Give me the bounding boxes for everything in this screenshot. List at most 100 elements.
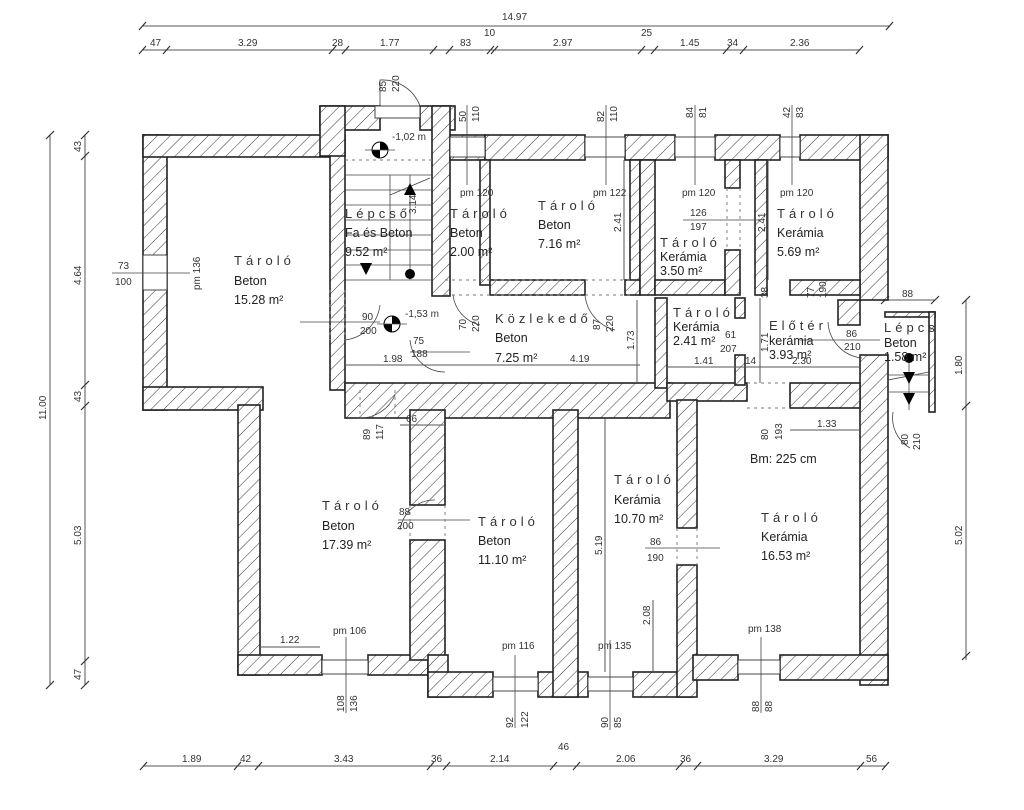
room-label: Lépcső Fa és Beton 9.52 m²	[345, 206, 412, 259]
bottom-dimension-lines	[139, 761, 890, 771]
dim-top: 1.45	[680, 38, 700, 49]
stair-down-arrow-icon	[360, 263, 372, 275]
walls	[142, 105, 936, 698]
svg-text:Lépcső: Lépcső	[345, 206, 411, 221]
door-height: 200	[360, 326, 377, 337]
door-width: 80	[760, 428, 771, 440]
dim-top: 10	[484, 28, 496, 39]
svg-text:11.10 m²: 11.10 m²	[478, 553, 526, 567]
door-height: 190	[647, 553, 664, 564]
room-label: Előtér kerámia 3.93 m²	[769, 318, 827, 362]
dim-top: 34	[727, 38, 739, 49]
window-sill: pm 116	[502, 641, 535, 652]
door-width: 87	[592, 318, 603, 330]
dim-bottom: 3.29	[764, 754, 784, 765]
svg-text:Közlekedő: Közlekedő	[495, 311, 592, 326]
door-width: 86	[846, 329, 858, 340]
dim-right: 5.02	[954, 525, 965, 545]
room-label: Tároló Kerámia 10.70 m²	[614, 472, 671, 526]
level-marker	[377, 315, 407, 333]
dim-inner: 1.73	[626, 330, 637, 350]
door-height: 197	[690, 222, 707, 233]
dim-top: 2.97	[553, 38, 573, 49]
svg-text:Kerámia: Kerámia	[761, 530, 808, 544]
window-height: 110	[471, 106, 482, 122]
dim-bottom: 46	[558, 742, 570, 753]
svg-text:Előtér: Előtér	[769, 318, 827, 333]
stair-start-dot-icon	[405, 269, 415, 279]
svg-text:5.69 m²: 5.69 m²	[777, 245, 819, 259]
window-sill: pm 135	[598, 641, 632, 652]
svg-text:17.39 m²: 17.39 m²	[322, 538, 371, 552]
window-height: 110	[609, 106, 620, 122]
window-sill: pm 122	[593, 188, 627, 199]
door-height: 117	[375, 424, 386, 440]
door-height: 220	[471, 315, 482, 332]
door-width: 80	[900, 433, 911, 445]
room-label: Tároló Beton 15.28 m²	[234, 253, 295, 307]
svg-text:9.52 m²: 9.52 m²	[345, 245, 387, 259]
svg-text:Kerámia: Kerámia	[660, 250, 707, 264]
door-width: 77	[806, 286, 817, 298]
svg-text:Tároló: Tároló	[478, 514, 539, 529]
window-width: 88	[751, 700, 762, 712]
door-width: 75	[413, 336, 425, 347]
inner-dimensions	[260, 160, 860, 672]
svg-text:2.00 m²: 2.00 m²	[450, 245, 492, 259]
svg-text:Kerámia: Kerámia	[614, 493, 661, 507]
svg-text:Kerámia: Kerámia	[777, 226, 824, 240]
svg-text:2.41 m²: 2.41 m²	[673, 334, 715, 348]
window-width: 82	[596, 110, 607, 122]
svg-text:10.70 m²: 10.70 m²	[614, 512, 663, 526]
dim-inner: 66	[406, 414, 418, 425]
window-width: 108	[336, 695, 347, 712]
dim-inner: 2.41	[757, 212, 768, 232]
svg-text:Tároló: Tároló	[761, 510, 822, 525]
stair-up-arrow-icon	[404, 183, 416, 195]
svg-text:16.53 m²: 16.53 m²	[761, 549, 810, 563]
window-height: 88	[764, 700, 775, 712]
level-marker	[365, 141, 395, 159]
dim-inner: 1.22	[280, 635, 300, 646]
dim-bottom: 2.06	[616, 754, 636, 765]
room-label: Tároló Beton 11.10 m²	[478, 514, 539, 567]
dim-bottom: 1.89	[182, 754, 202, 765]
dim-inner: 2.41	[613, 212, 624, 232]
door-height: 210	[912, 433, 923, 450]
door-height: 190	[818, 281, 829, 298]
svg-text:Tároló: Tároló	[450, 206, 511, 221]
window-height: 136	[349, 695, 360, 712]
dim-top: 25	[641, 28, 653, 39]
room-label: Tároló Kerámia 2.41 m²	[673, 305, 730, 348]
window-sill: pm 106	[333, 626, 367, 637]
window-sill: pm 120	[780, 188, 814, 199]
window-width: 84	[685, 106, 696, 118]
stair-start-dot-icon	[904, 353, 914, 363]
dim-total-width: 14.97	[502, 12, 527, 23]
door-width: 86	[650, 537, 662, 548]
svg-text:Beton: Beton	[478, 534, 511, 548]
door-height: 220	[605, 315, 616, 332]
dim-top: 83	[460, 38, 472, 49]
door-height: 193	[774, 423, 785, 440]
dim-left: 47	[73, 668, 84, 680]
svg-text:Tároló: Tároló	[777, 206, 838, 221]
dim-bottom: 36	[680, 754, 692, 765]
svg-text:kerámia: kerámia	[769, 334, 814, 348]
svg-text:Tároló: Tároló	[234, 253, 295, 268]
dim-inner: 2.08	[642, 605, 653, 625]
svg-text:Beton: Beton	[450, 226, 483, 240]
svg-text:3.93 m²: 3.93 m²	[769, 348, 811, 362]
room-label: Tároló Kerámia 3.50 m²	[660, 235, 721, 278]
window-width: 73	[118, 261, 130, 272]
window-height: 122	[520, 711, 531, 728]
window-width: 92	[505, 716, 516, 728]
svg-text:15.28 m²: 15.28 m²	[234, 293, 283, 307]
dim-bottom: 56	[866, 754, 878, 765]
svg-text:Tároló: Tároló	[660, 235, 721, 250]
stair-down-arrow-icon	[903, 372, 915, 384]
dim-inner: 1.71	[760, 332, 771, 352]
door-width: 89	[362, 428, 373, 440]
window-sill: pm 120	[460, 188, 494, 199]
dim-top: 3.29	[238, 38, 258, 49]
